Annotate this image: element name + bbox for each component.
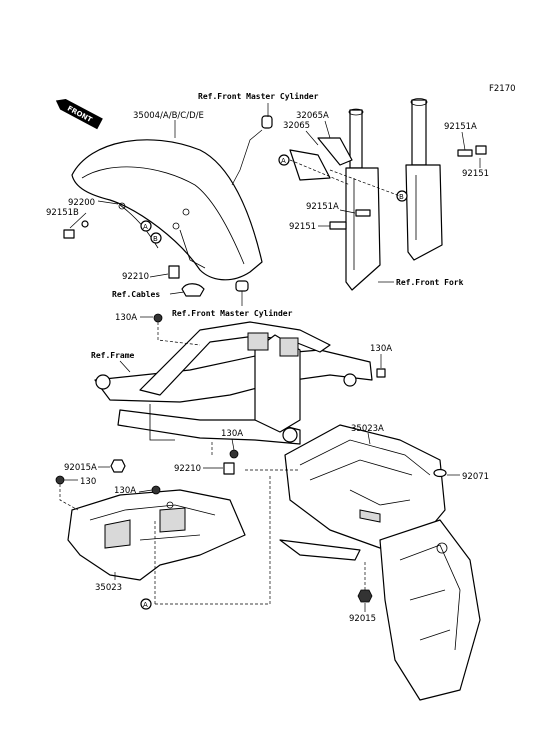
bolt-92151-mid xyxy=(329,221,347,230)
label-32065: 32065 xyxy=(283,121,310,131)
cable-clamp xyxy=(181,283,205,297)
master-cylinder-guide xyxy=(235,280,249,292)
front-fork-left xyxy=(345,108,381,291)
bracket-32065A xyxy=(317,137,353,166)
bolt-92151-right xyxy=(475,145,487,155)
ref-cables: Ref.Cables xyxy=(112,290,160,299)
label-92151A-mid: 92151A xyxy=(306,202,339,212)
ref-front-master-cylinder-mid: Ref.Front Master Cylinder xyxy=(172,308,293,318)
svg-text:B: B xyxy=(399,193,404,201)
label-92151B: 92151B xyxy=(46,208,79,218)
svg-text:A: A xyxy=(143,223,148,231)
bolt-92151B xyxy=(63,229,75,239)
marker-a-fork xyxy=(278,154,290,166)
bracket-32065 xyxy=(289,149,331,181)
ref-front-fork: Ref.Front Fork xyxy=(396,278,464,287)
nut-92015 xyxy=(357,589,373,603)
bolt-92151A-mid xyxy=(355,209,371,217)
marker-a-left xyxy=(140,220,152,232)
bolt-130 xyxy=(55,475,65,485)
frame xyxy=(94,321,373,445)
bolt-130A-4 xyxy=(151,485,161,495)
front-direction-badge: FRONT xyxy=(55,98,103,130)
bolt-130A-1 xyxy=(153,313,163,323)
label-92015: 92015 xyxy=(349,614,376,624)
arrow-left-icon xyxy=(55,98,103,130)
label-92071: 92071 xyxy=(462,472,489,482)
washer-92200 xyxy=(81,220,89,228)
cable-guide xyxy=(261,115,273,129)
label-92151-right: 92151 xyxy=(462,169,489,179)
label-92151A-right: 92151A xyxy=(444,122,477,132)
front-fork-right xyxy=(405,98,443,261)
marker-a-lower xyxy=(140,598,152,610)
marker-b-fork xyxy=(396,190,408,202)
nut-92015A xyxy=(110,459,126,473)
diagram-code: F2170 xyxy=(489,84,516,94)
label-92210-top: 92210 xyxy=(122,272,149,282)
bolt-92151A-right xyxy=(457,149,473,157)
grommet-92071 xyxy=(433,468,447,478)
ref-frame: Ref.Frame xyxy=(91,351,135,360)
label-130: 130 xyxy=(80,477,96,487)
label-130A-4: 130A xyxy=(114,486,136,496)
svg-text:A: A xyxy=(281,157,286,165)
label-92151-mid: 92151 xyxy=(289,222,316,232)
bolt-130A-3 xyxy=(229,449,239,459)
ref-front-master-cylinder-top: Ref.Front Master Cylinder xyxy=(198,91,319,101)
rear-fender-35023A xyxy=(279,424,481,701)
label-fender-front: 35004/A/B/C/D/E xyxy=(133,111,204,121)
label-92210-mid: 92210 xyxy=(174,464,201,474)
clamp-92210-top xyxy=(168,265,180,279)
label-32065A: 32065A xyxy=(296,111,329,121)
label-35023A: 35023A xyxy=(351,424,384,434)
svg-text:A: A xyxy=(143,601,148,609)
label-130A-2: 130A xyxy=(370,344,392,354)
marker-b-left xyxy=(150,232,162,244)
clamp-92210-mid xyxy=(223,462,235,475)
label-92015A: 92015A xyxy=(64,463,97,473)
svg-text:B: B xyxy=(153,235,158,243)
inner-fender-35023 xyxy=(67,489,246,581)
front-fender xyxy=(71,139,263,281)
label-130A-1: 130A xyxy=(115,313,137,323)
label-130A-3: 130A xyxy=(221,429,243,439)
label-92200: 92200 xyxy=(68,198,95,208)
label-35023: 35023 xyxy=(95,583,122,593)
bolt-130A-2 xyxy=(376,368,386,378)
